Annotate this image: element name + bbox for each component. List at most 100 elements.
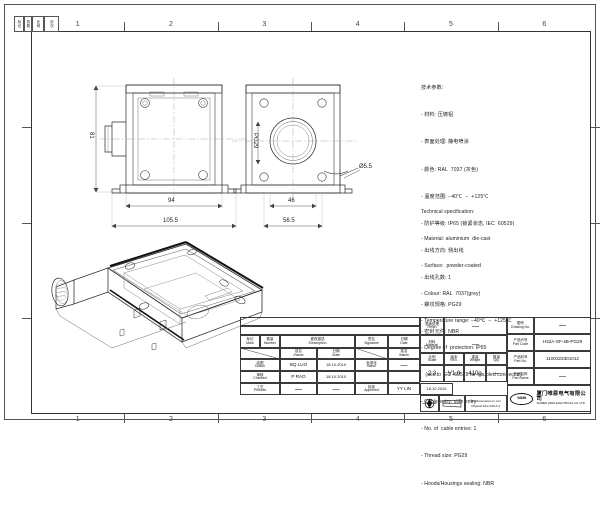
technical-spec-chinese: 技术参数: - 材料: 压铸铝 - 表面处理: 静电喷涂 - 颜色: RAL 7… [421,66,514,356]
part-code-en: Part Code [512,341,529,346]
qty-cn: 数量 [493,354,500,359]
material-en: Material [425,343,439,348]
revision-blank-row-1 [240,317,420,326]
header-cell-page: 页次 [44,16,59,32]
finish-en: Finish [427,325,437,330]
part-code-cn: 产品代号 [513,338,528,343]
zone-tick [217,414,219,423]
spec-cn-line: - 温度范围: −40℃ − +125℃ [421,193,489,200]
role-checked-en: Checked [253,376,267,381]
rev-date2-cn: 日期 [332,349,340,354]
zone-number-top: 2 [169,21,173,28]
part-name-label: 产品名称 Part Name [507,368,534,385]
header-cell-scale: 比例 [32,16,44,32]
qty-value: — [493,370,500,377]
spec-cn-line: - 颜色: RAL 7037 (灰色) [421,166,479,173]
drawing-no-value: — [559,322,566,329]
note-line-1: All Dimensions in mm [471,399,501,404]
dimension-label-height-81: 81 [88,132,94,139]
finish-value: — [472,322,479,330]
first-angle-projection-icon [422,398,437,409]
zone-tick-vertical [591,126,600,128]
rev-label: 版本 REV. [444,353,464,365]
finish-value-cell: — [444,317,507,335]
scale-label: 比例 Scale [420,353,444,365]
scale-en: Scale [427,358,437,363]
zone-tick-vertical [591,222,600,224]
company-logo-cell: WAIN 厦门唯恩电气有限公司 XIAMEN WAIN ELECTRICAL C… [507,385,591,412]
revision-header-mark: 标记 Mark [240,335,260,348]
zone-tick [217,22,219,31]
finish-cn: 表面处理 [425,321,439,326]
rev-name-en: /Name [293,352,304,357]
process-name-cell: — [280,383,317,395]
role-drawn-cn: 绘图 [256,360,264,365]
role-process: 工艺 Process [240,383,280,395]
scale-cn: 比例 [428,354,436,359]
scale-value: 2:3 [427,370,437,377]
zone-number-bottom: 3 [262,416,267,423]
projection-symbol-cell [420,395,439,412]
part-no-cn: 产品料号 [513,355,528,360]
rev-cn: 版本 [450,354,458,359]
process-date-cell: — [317,383,355,395]
zone-number-bottom: 4 [355,416,360,423]
drawn-name: BQ LUO [289,361,308,367]
rev-name-cn-right: 姓名 [400,349,408,354]
blank-right-row [355,371,388,383]
zone-number-top: 5 [449,21,453,28]
dimension-note-cell: All Dimensions in mm Original Size DIN A… [465,395,507,412]
spec-cn-line: - 防护等级: IP65 (锁紧状态, IEC 60529) [421,220,515,227]
zone-tick-vertical [22,222,31,224]
company-seal-logo: WAIN [510,392,534,405]
zone-tick-vertical [591,318,600,320]
zone-tick [124,414,126,423]
stand-name: — [400,361,408,369]
zone-tick-vertical [22,126,31,128]
spec-en-line: - Temperature range: −40℃ − +125℃ [421,317,512,324]
projection-cone-icon [442,399,462,408]
zone-number-bottom: 1 [75,416,80,423]
part-no-value: 1100323301012 [546,356,579,362]
process-name: — [295,385,302,393]
projection-cone-cell [439,395,465,412]
material-value: — [472,340,479,348]
weight-en: Weight [469,358,481,363]
rev-sign-en: Signature [364,340,379,345]
rev-name-en-right: /Name [399,352,409,357]
part-no-label: 产品料号 Part No. [507,351,534,368]
role-checked-cn: 审核 [256,372,264,377]
header-cell-page-text: 页次 [50,20,55,28]
note-line-2: Original Size DIN A 4 [471,403,501,408]
revision-subheader-diag-left [240,348,280,359]
checked-date: 18.10.2010 [325,374,347,379]
company-seal-text: WAIN [517,395,527,400]
rev-mark-en: Mark [246,340,254,345]
zone-tick [497,414,499,423]
spec-en-title: Technical specification: [421,209,475,216]
dimension-note-text: All Dimensions in mm Original Size DIN A… [471,399,501,408]
revision-header-date: 日期 Date [388,335,420,348]
drawing-no-label: 图号 Drawing No. [507,317,534,334]
revision-header-number: 数量 Number [260,335,280,348]
dimension-label-56-5: 56.5 [283,218,295,224]
rev-date-en: Date [400,340,408,345]
role-stand-cn: 标准化 [366,360,377,365]
material-cn: 材料 [428,339,436,344]
zone-tick [311,22,312,31]
part-name-value: — [559,373,566,380]
role-stand-en: Stand. [366,364,377,369]
rev-value-cell: V1.0 [444,365,464,382]
dimension-label-hole-diameter: Ø5.5 [359,164,373,170]
process-date: — [332,385,340,393]
rev-date2-en: /Date [331,352,341,357]
spec-cn-line: - 螺纹规格: PG29 [421,302,462,309]
part-name-en: Part Name [512,375,529,380]
spec-en-line: - Hoods/Housings sealing: NBR [421,480,495,487]
spec-cn-line: - 出线孔数: 1 [421,275,452,282]
rev-name-cn: 姓名 [295,349,302,354]
spec-cn-line: - 表面处理: 静电喷涂 [421,139,469,146]
rev-number-cn: 数量 [266,337,274,342]
drawing-no-value-cell: — [534,317,591,334]
